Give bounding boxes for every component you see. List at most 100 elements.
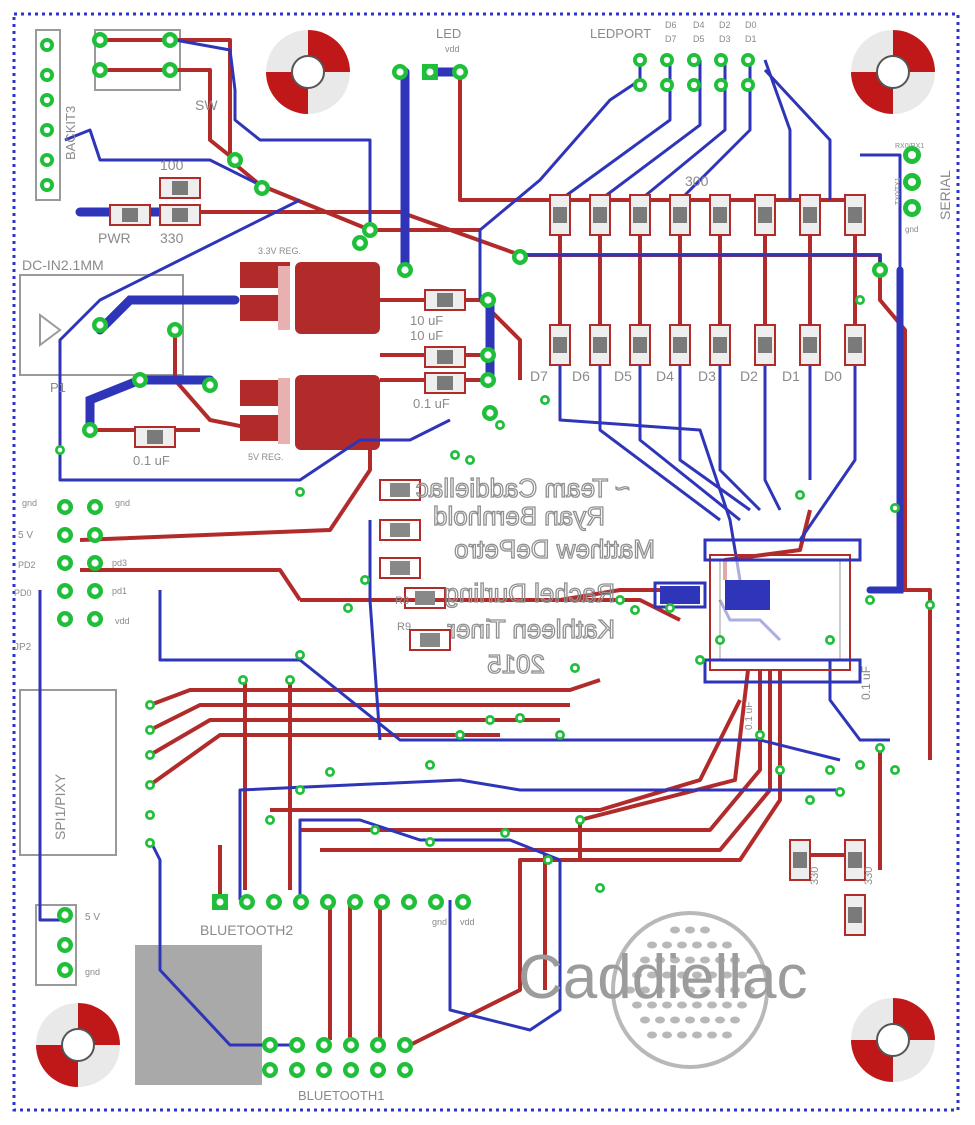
bt2-label: BLUETOOTH2	[200, 922, 293, 938]
led-diode-body	[758, 337, 772, 353]
bt1-label: BLUETOOTH1	[298, 1088, 384, 1103]
logo-dimple	[655, 1016, 665, 1024]
led-diode-body	[848, 337, 862, 353]
port-pin-bot-d5: D5	[693, 34, 705, 44]
via-hole	[366, 226, 374, 234]
via-hole	[484, 296, 492, 304]
via-hole	[61, 587, 69, 595]
led-resistor-body	[713, 207, 727, 223]
smd-resistor	[379, 479, 421, 501]
via-hole	[744, 56, 752, 64]
hdr-pd0-label: PD0	[14, 588, 32, 598]
r8-label: R8	[395, 595, 409, 607]
via-hole	[857, 297, 863, 303]
r330-label: 330	[160, 230, 184, 246]
via-hole	[287, 677, 293, 683]
via-hole	[636, 81, 644, 89]
led-diode-body	[803, 337, 817, 353]
r330c-label: 330	[863, 867, 875, 885]
logo-dimple	[662, 1031, 672, 1039]
led-resistor-body	[758, 207, 772, 223]
pwr-5v-label: 5 V	[85, 912, 100, 923]
via-hole	[867, 597, 873, 603]
logo-dimple	[692, 941, 702, 949]
via-hole	[717, 81, 725, 89]
c0-label: 0.1 uF	[744, 702, 755, 730]
microcontroller-chip	[653, 538, 862, 684]
logo-dimple	[722, 941, 732, 949]
via-hole	[427, 839, 433, 845]
via-hole	[497, 422, 503, 428]
port-pin-bot-d1: D1	[745, 34, 757, 44]
led-diode-body	[713, 337, 727, 353]
bt-gnd-label: gnd	[432, 917, 447, 927]
via-hole	[43, 126, 51, 134]
mount-hole-bottom-left	[36, 1003, 120, 1087]
logo-dimple	[722, 971, 732, 979]
reg5-label: 5V REG.	[248, 452, 284, 462]
via-hole	[293, 1041, 301, 1049]
via-hole	[351, 898, 359, 906]
via-hole	[327, 769, 333, 775]
via-hole	[401, 1066, 409, 1074]
led-diode-body	[593, 337, 607, 353]
via-hole	[356, 239, 364, 247]
via-hole	[617, 597, 623, 603]
via-hole	[484, 351, 492, 359]
logo-dimple	[670, 956, 680, 964]
logo-dimple	[647, 1031, 657, 1039]
led-resistor-body	[848, 207, 862, 223]
silkscreen-text: BACKIT3 SW LED vdd LEDPORT D6 D4 D2 D0 D…	[14, 20, 953, 1103]
via-hole	[427, 762, 433, 768]
via-hole	[892, 505, 898, 511]
via-hole	[374, 1066, 382, 1074]
cap-01-bottom-body	[147, 430, 163, 444]
via-hole	[297, 787, 303, 793]
credits-line-4: Rachel Durling	[444, 578, 615, 608]
via-hole	[43, 96, 51, 104]
logo-dimple	[685, 986, 695, 994]
led-resistor-body	[673, 207, 687, 223]
resistor-330-body	[172, 208, 188, 222]
led-resistor-body	[593, 207, 607, 223]
logo-dimple	[640, 986, 650, 994]
d-label-3: D3	[698, 368, 716, 384]
logo-dimple	[700, 1016, 710, 1024]
via-hole	[557, 732, 563, 738]
via-hole	[372, 827, 378, 833]
via-hole	[452, 452, 458, 458]
via-hole	[320, 1066, 328, 1074]
via-hole	[91, 531, 99, 539]
d-label-5: D5	[614, 368, 632, 384]
via-hole	[297, 489, 303, 495]
led-diode-body	[633, 337, 647, 353]
d-label-4: D4	[656, 368, 674, 384]
via-hole	[697, 657, 703, 663]
port-pin-top-d2: D2	[719, 20, 731, 30]
resistor-pwr-body	[122, 208, 138, 222]
cap-10a-body	[437, 293, 453, 307]
serial-label: SERIAL	[937, 170, 953, 220]
hdr-5v-label: 5 V	[18, 530, 33, 541]
via-hole	[757, 732, 763, 738]
logo-dimple	[647, 971, 657, 979]
pads	[40, 32, 935, 1078]
via-hole	[797, 492, 803, 498]
via-hole	[484, 376, 492, 384]
via-hole	[516, 253, 524, 261]
via-hole	[293, 1066, 301, 1074]
via-hole	[147, 752, 153, 758]
r330b-label: 330	[809, 867, 821, 885]
via-hole	[374, 1041, 382, 1049]
logo-dimple	[730, 986, 740, 994]
via-hole	[432, 898, 440, 906]
port-pin-top-d4: D4	[693, 20, 705, 30]
logo-dimple	[640, 1016, 650, 1024]
via-hole	[487, 717, 493, 723]
via-hole	[61, 615, 69, 623]
cap-10b-body	[437, 350, 453, 364]
via-hole	[907, 177, 917, 187]
via-hole	[61, 966, 69, 974]
credits-line-6: 2015	[487, 649, 545, 679]
logo-dimple	[647, 941, 657, 949]
